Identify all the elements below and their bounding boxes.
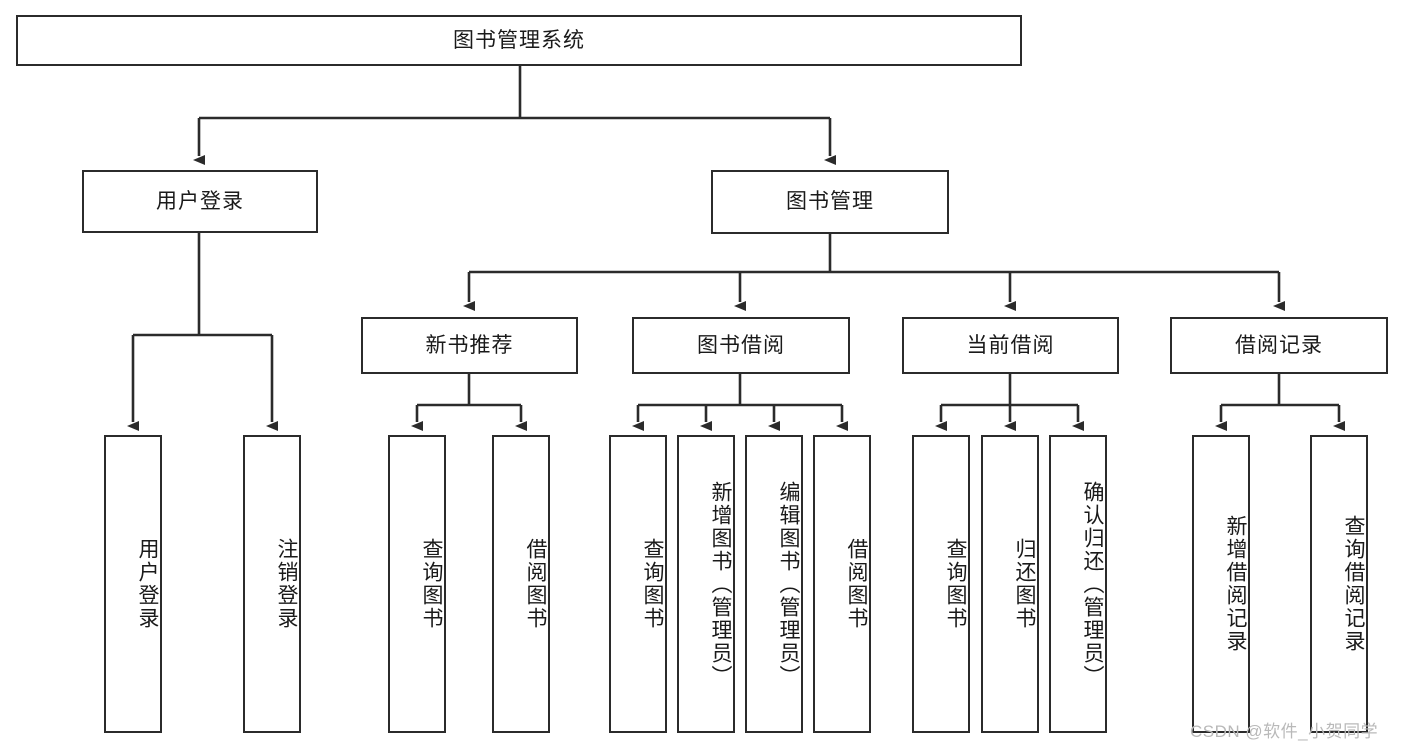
leaf-recommend-borrow-book[interactable]: 借阅图书	[492, 435, 550, 733]
node-label: 借阅图书	[524, 538, 547, 630]
node-label: 图书管理	[786, 190, 874, 214]
node-label: 用户登录	[156, 189, 244, 213]
leaf-user-login-logout[interactable]: 注销登录	[243, 435, 301, 733]
node-label: 当前借阅	[966, 333, 1055, 357]
node-book-borrow[interactable]: 图书借阅	[632, 317, 850, 374]
node-label: 查询借阅记录	[1342, 515, 1365, 653]
node-label: 图书管理系统	[453, 28, 585, 52]
node-root-system[interactable]: 图书管理系统	[16, 15, 1022, 66]
node-current-borrow[interactable]: 当前借阅	[902, 317, 1119, 374]
node-label: 查询图书	[944, 538, 967, 630]
node-borrow-record[interactable]: 借阅记录	[1170, 317, 1388, 374]
node-label: 新增借阅记录	[1224, 515, 1247, 653]
leaf-record-add-record[interactable]: 新增借阅记录	[1192, 435, 1250, 733]
leaf-borrow-edit-book[interactable]: 编辑图书（管理员）	[745, 435, 803, 733]
leaf-borrow-add-book[interactable]: 新增图书（管理员）	[677, 435, 735, 733]
node-label: 查询图书	[641, 538, 664, 630]
node-new-book-recommend[interactable]: 新书推荐	[361, 317, 578, 374]
node-label: 查询图书	[420, 538, 443, 630]
csdn-watermark: CSDN @软件_小贺同学	[1190, 722, 1379, 741]
node-user-login[interactable]: 用户登录	[82, 170, 318, 233]
node-label: 确认归还（管理员）	[1081, 480, 1104, 688]
node-label: 图书借阅	[697, 333, 785, 357]
node-label: 新增图书（管理员）	[709, 480, 732, 688]
node-label: 借阅记录	[1235, 333, 1323, 357]
node-label: 借阅图书	[845, 538, 868, 630]
leaf-user-login-login[interactable]: 用户登录	[104, 435, 162, 733]
leaf-current-query-book[interactable]: 查询图书	[912, 435, 970, 733]
leaf-current-return-book[interactable]: 归还图书	[981, 435, 1039, 733]
node-label: 注销登录	[275, 538, 298, 630]
leaf-borrow-query-book[interactable]: 查询图书	[609, 435, 667, 733]
leaf-current-confirm-return[interactable]: 确认归还（管理员）	[1049, 435, 1107, 733]
node-book-management[interactable]: 图书管理	[711, 170, 949, 234]
node-label: 编辑图书（管理员）	[777, 480, 800, 688]
leaf-borrow-borrow-book[interactable]: 借阅图书	[813, 435, 871, 733]
node-label: 新书推荐	[425, 333, 514, 357]
node-label: 用户登录	[136, 538, 159, 630]
leaf-record-query-record[interactable]: 查询借阅记录	[1310, 435, 1368, 733]
leaf-recommend-query-book[interactable]: 查询图书	[388, 435, 446, 733]
node-label: 归还图书	[1013, 538, 1036, 630]
